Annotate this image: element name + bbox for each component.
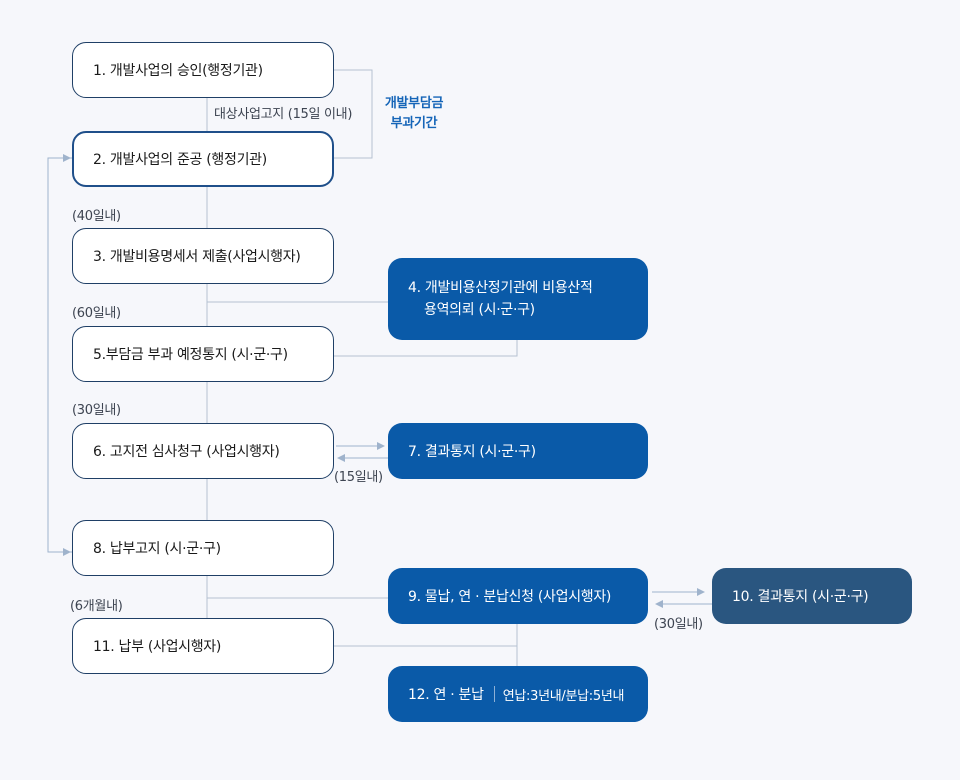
period-label-line1: 개발부담금 <box>384 96 444 111</box>
step-6-label: 6. 고지전 심사청구 (사업시행자) <box>93 444 280 460</box>
step-1-box: 1. 개발사업의 승인(행정기관) <box>72 42 334 98</box>
step-12-note: 연납:3년내/분납:5년내 <box>502 688 625 704</box>
step-11-box: 11. 납부 (사업시행자) <box>72 618 334 674</box>
period-label: 개발부담금 부과기간 <box>376 94 452 134</box>
step-9-box: 9. 물납, 연 · 분납신청 (사업시행자) <box>388 568 648 624</box>
step-4-box: 4. 개발비용산정기관에 비용산적 용역의뢰 (시·군·구) <box>388 258 648 340</box>
step-12-label: 12. 연 · 분납 <box>408 687 484 703</box>
step-2-box: 2. 개발사업의 준공 (행정기관) <box>72 131 334 187</box>
loop-left <box>47 157 72 553</box>
days-60-label: (60일내) <box>72 306 121 321</box>
step-10-label: 10. 결과통지 (시·군·구) <box>732 589 869 605</box>
step-5-label: 5.부담금 부과 예정통지 (시·군·구) <box>93 347 288 363</box>
step-5-box: 5.부담금 부과 예정통지 (시·군·구) <box>72 326 334 382</box>
step-4-label-line1: 4. 개발비용산정기관에 비용산적 <box>408 280 593 296</box>
step-11-label: 11. 납부 (사업시행자) <box>93 639 222 655</box>
period-bracket <box>334 69 373 159</box>
days-30a-label: (30일내) <box>72 403 121 418</box>
step-10-box: 10. 결과통지 (시·군·구) <box>712 568 912 624</box>
line-4-5 <box>334 340 518 357</box>
step-12-separator <box>493 686 495 702</box>
step-8-label: 8. 납부고지 (시·군·구) <box>93 541 221 557</box>
days-40-label: (40일내) <box>72 209 121 224</box>
step-2-label: 2. 개발사업의 준공 (행정기관) <box>93 152 267 168</box>
step-8-box: 8. 납부고지 (시·군·구) <box>72 520 334 576</box>
step-7-label: 7. 결과통지 (시·군·구) <box>408 444 536 460</box>
days-30b-label: (30일내) <box>654 617 703 632</box>
months-6-label: (6개월내) <box>70 599 123 614</box>
step-9-label: 9. 물납, 연 · 분납신청 (사업시행자) <box>408 589 612 605</box>
step-3-box: 3. 개발비용명세서 제출(사업시행자) <box>72 228 334 284</box>
step-6-box: 6. 고지전 심사청구 (사업시행자) <box>72 423 334 479</box>
step-3-label: 3. 개발비용명세서 제출(사업시행자) <box>93 249 301 265</box>
step-7-box: 7. 결과통지 (시·군·구) <box>388 423 648 479</box>
step-12-box: 12. 연 · 분납 연납:3년내/분납:5년내 <box>388 666 648 722</box>
step-1-label: 1. 개발사업의 승인(행정기관) <box>93 63 263 79</box>
notice-15-label: 대상사업고지 (15일 이내) <box>214 107 353 122</box>
step-4-label-line2: 용역의뢰 (시·군·구) <box>424 302 535 318</box>
period-label-line2: 부과기간 <box>390 116 438 131</box>
days-15-label: (15일내) <box>334 470 383 485</box>
